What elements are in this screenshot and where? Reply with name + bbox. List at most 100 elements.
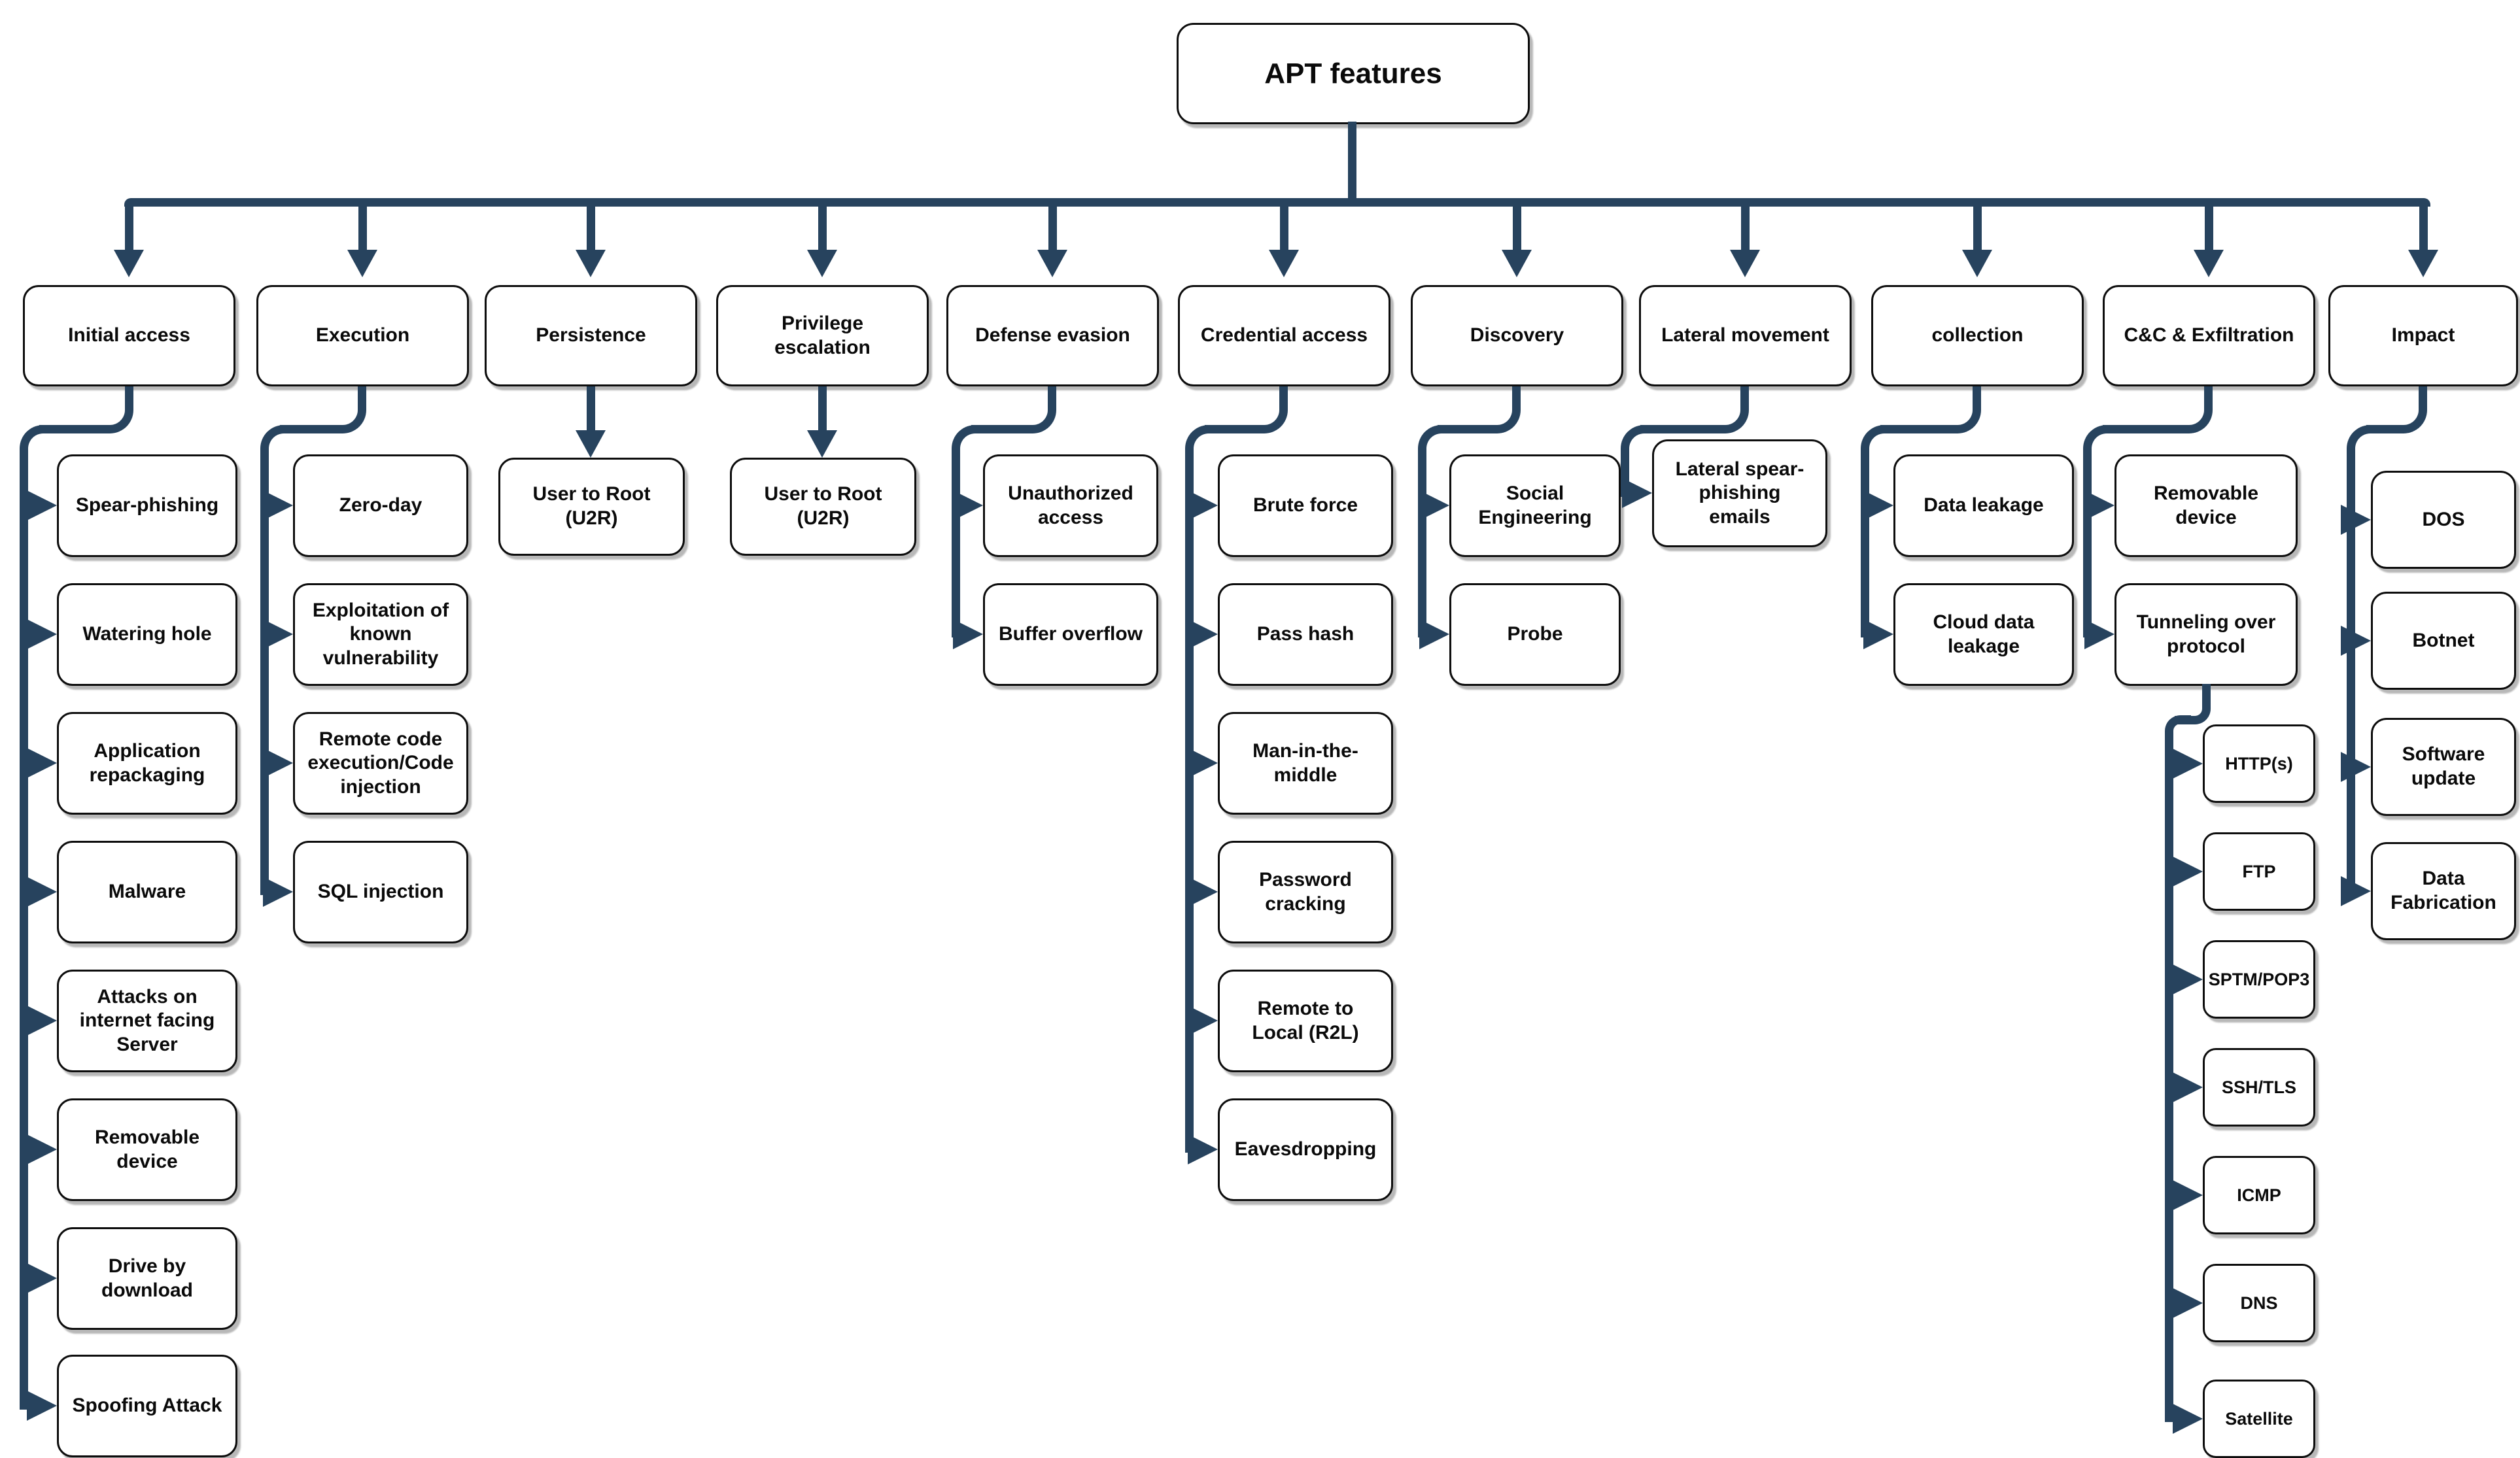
arrowhead-initial-access [114, 250, 144, 277]
arrowhead-eavesdropping [1188, 1134, 1218, 1164]
arrowhead-probe [1419, 619, 1449, 649]
trunk-credential-access [1185, 425, 1214, 1153]
trunk-execution-elbow [280, 386, 366, 433]
trunk-protocols [2165, 715, 2191, 1422]
trunk-lateral-movement-elbow [1640, 386, 1749, 433]
node-data-fabrication: Data Fabrication [2371, 842, 2516, 940]
node-drive-by-download: Drive by download [57, 1227, 237, 1330]
node-buffer-overflow: Buffer overflow [983, 583, 1158, 686]
arrowhead-ftp [2173, 856, 2203, 887]
node-satellite: Satellite [2203, 1380, 2315, 1458]
arrowhead-removable-device [27, 1134, 57, 1164]
node-man-in-the-middle: Man-in-the-middle [1218, 712, 1393, 815]
node-pass-hash: Pass hash [1218, 583, 1393, 686]
arrowhead-persistence [576, 250, 606, 277]
connector-privilege-child [818, 386, 827, 435]
node-data-leakage: Data leakage [1893, 454, 2074, 557]
drop-lateral-movement [1741, 203, 1750, 254]
arrowhead-execution [347, 250, 377, 277]
arrowhead-man-in-the-middle [1188, 748, 1218, 778]
arrowhead-icmp [2173, 1180, 2203, 1210]
drop-execution [358, 203, 367, 254]
node-application-repackaging: Application repackaging [57, 712, 237, 815]
arrowhead-dos [2341, 505, 2371, 535]
connector-persistence-child [587, 386, 595, 435]
arrowhead-malware [27, 877, 57, 907]
arrowhead-brute-force [1188, 490, 1218, 520]
node-privilege-escalation: Privilege escalation [716, 285, 929, 386]
node-defense-evasion: Defense evasion [946, 285, 1159, 386]
drop-collection [1973, 203, 1982, 254]
arrowhead-watering-hole [27, 619, 57, 649]
arrowhead-spoofing-attack [27, 1391, 57, 1421]
node-spear-phishing: Spear-phishing [57, 454, 237, 557]
drop-privilege-escalation [818, 203, 827, 254]
node-attacks-internet-facing-server: Attacks on internet facing Server [57, 970, 237, 1072]
node-https: HTTP(s) [2203, 724, 2315, 803]
trunk-initial-access-elbow [39, 386, 133, 433]
arrowhead-dns [2173, 1288, 2203, 1318]
node-social-engineering: Social Engineering [1449, 454, 1621, 557]
node-brute-force: Brute force [1218, 454, 1393, 557]
node-sptm-pop3: SPTM/POP3 [2203, 940, 2315, 1019]
arrowhead-credential-access [1269, 250, 1299, 277]
arrowhead-cc-exfiltration [2194, 250, 2224, 277]
node-lateral-movement: Lateral movement [1639, 285, 1852, 386]
node-remote-code-execution: Remote code execution/Code injection [293, 712, 468, 815]
arrowhead-drive-by-download [27, 1263, 57, 1293]
node-ssh-tls: SSH/TLS [2203, 1048, 2315, 1127]
arrowhead-software-update [2341, 752, 2371, 782]
arrowhead-zero-day [263, 490, 293, 520]
node-icmp: ICMP [2203, 1156, 2315, 1234]
trunk-collection [1861, 425, 1890, 637]
node-removable-device-initial: Removable device [57, 1098, 237, 1201]
trunk-cc-elbow [2103, 386, 2213, 433]
node-eavesdropping: Eavesdropping [1218, 1098, 1393, 1201]
node-malware: Malware [57, 841, 237, 943]
drop-cc-exfiltration [2205, 203, 2213, 254]
trunk-defense-evasion [952, 425, 980, 637]
arrowhead-application-repackaging [27, 748, 57, 778]
arrowhead-remote-to-local [1188, 1006, 1218, 1036]
node-initial-access: Initial access [23, 285, 235, 386]
arrowhead-removable-device-cc [2084, 490, 2114, 520]
node-impact: Impact [2328, 285, 2518, 386]
arrowhead-collection [1962, 250, 1992, 277]
arrowhead-remote-code-execution [263, 748, 293, 778]
arrowhead-botnet [2341, 626, 2371, 656]
arrowhead-exploitation-known-vulnerability [263, 619, 293, 649]
connector-bus [124, 198, 2430, 207]
trunk-credential-access-elbow [1205, 386, 1288, 433]
arrowhead-u2r-persistence [576, 430, 606, 458]
node-tunneling-over-protocol: Tunneling over protocol [2114, 583, 2298, 686]
arrowhead-lateral-spear-phishing [1622, 478, 1652, 508]
arrowhead-defense-evasion [1037, 250, 1067, 277]
node-sql-injection: SQL injection [293, 841, 468, 943]
arrowhead-privilege-escalation [807, 250, 837, 277]
arrowhead-ssh-tls [2173, 1072, 2203, 1102]
node-dos: DOS [2371, 471, 2516, 569]
node-u2r-privilege: User to Root (U2R) [730, 458, 916, 556]
node-ftp: FTP [2203, 832, 2315, 911]
arrowhead-pass-hash [1188, 619, 1218, 649]
node-exploitation-known-vulnerability: Exploitation of known vulnerability [293, 583, 468, 686]
node-removable-device-cc: Removable device [2114, 454, 2298, 557]
arrowhead-attacks-internet-facing-server [27, 1006, 57, 1036]
arrowhead-unauthorized-access [953, 490, 983, 520]
arrowhead-sql-injection [263, 877, 293, 907]
arrowhead-u2r-privilege [807, 430, 837, 458]
drop-impact [2419, 203, 2428, 254]
trunk-cc [2083, 425, 2112, 637]
node-unauthorized-access: Unauthorized access [983, 454, 1158, 557]
arrowhead-buffer-overflow [953, 619, 983, 649]
trunk-collection-elbow [1880, 386, 1981, 433]
arrowhead-spear-phishing [27, 490, 57, 520]
arrowhead-sptm-pop3 [2173, 964, 2203, 994]
trunk-discovery [1418, 425, 1447, 637]
node-spoofing-attack: Spoofing Attack [57, 1355, 237, 1457]
arrowhead-impact [2408, 250, 2438, 277]
trunk-discovery-elbow [1438, 386, 1521, 433]
node-apt-features: APT features [1177, 23, 1530, 124]
drop-discovery [1513, 203, 1521, 254]
arrowhead-social-engineering [1419, 490, 1449, 520]
